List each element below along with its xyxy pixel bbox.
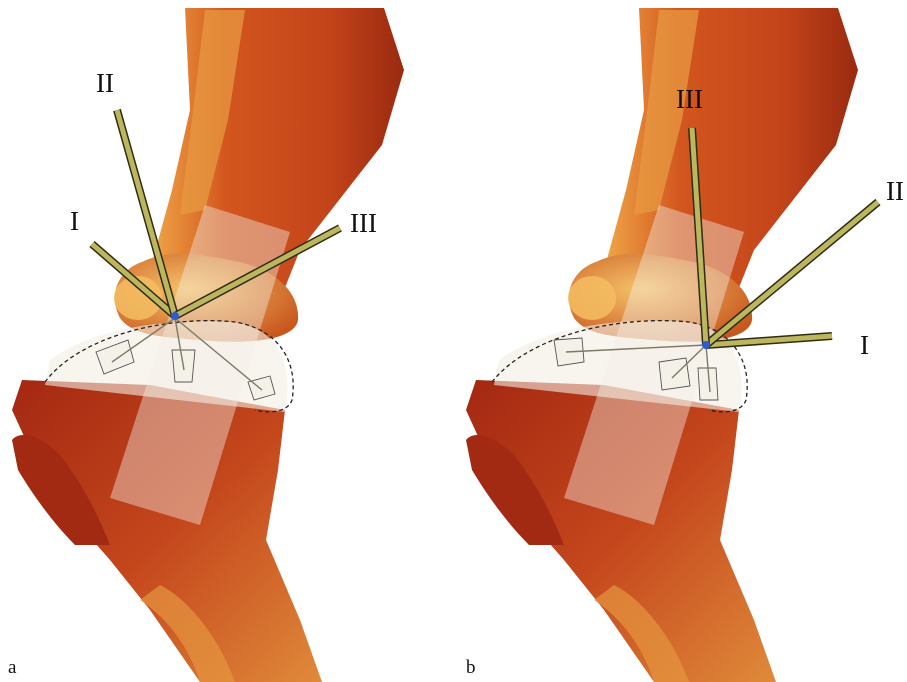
panel-b: I II III b [454, 0, 907, 682]
rod-label-three: III [676, 86, 703, 113]
rod-label-two: II [96, 70, 114, 97]
rod-label-three: III [350, 210, 377, 237]
panel-label: b [466, 658, 476, 677]
sector-wedge-center [659, 358, 690, 390]
rod-label-two: II [886, 178, 904, 205]
rod-label-one: I [70, 208, 79, 235]
entry-point-marker [171, 312, 179, 320]
panel-a: I II III a [0, 0, 453, 682]
joint-illustration [0, 0, 453, 682]
rod-label-one: I [860, 332, 869, 359]
entry-point-marker [702, 341, 710, 349]
panel-label: a [8, 658, 16, 677]
